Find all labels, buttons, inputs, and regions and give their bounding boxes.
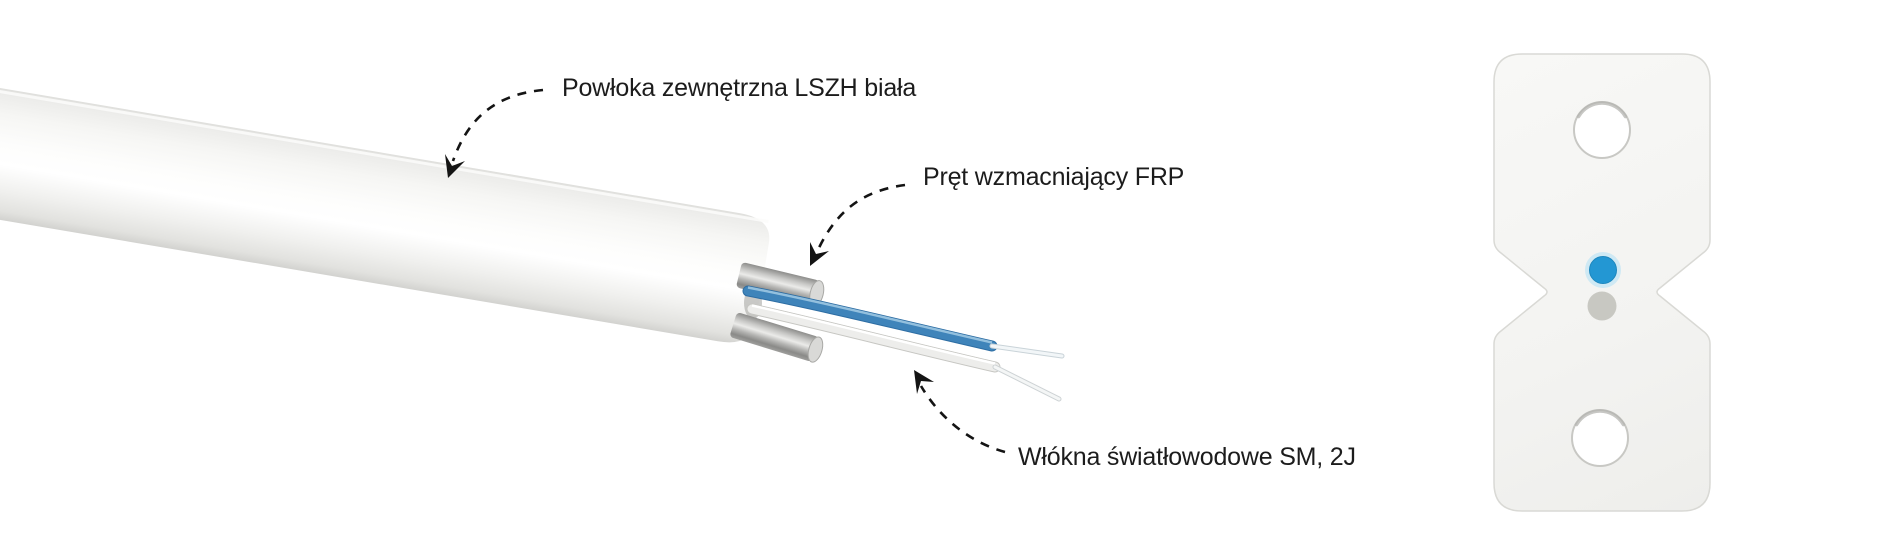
leader-line-frp-rod (815, 183, 906, 253)
leader-line-fibers (919, 385, 1006, 454)
annotation-fibers-label: Włókna światłowodowe SM, 2J (1018, 443, 1356, 471)
fiber-blue (742, 285, 998, 352)
fiber-white (746, 303, 1001, 373)
arrowhead-frp-rod-icon (810, 242, 829, 266)
jacket-top-highlight (0, 89, 769, 224)
cross-section-fiber-gray-dot (1587, 291, 1617, 321)
arrowhead-jacket-icon (445, 154, 465, 178)
annotation-jacket-label: Powłoka zewnętrzna LSZH biała (562, 74, 917, 102)
leader-arrows (451, 88, 1006, 454)
bare-fiber-tip-lower (992, 364, 1062, 402)
arrowhead-fibers-icon (914, 370, 934, 394)
cable-3d-view (0, 88, 1065, 402)
leader-line-jacket (451, 88, 544, 162)
frp-rod-lower (730, 312, 824, 363)
frp-hole-top (1573, 101, 1631, 159)
leader-arrowheads (445, 154, 934, 394)
cross-section-fiber-blue-dot (1585, 252, 1621, 288)
cable-outer-jacket (0, 88, 770, 343)
annotation-frp-rod-label: Pręt wzmacniający FRP (923, 163, 1185, 191)
frp-hole-bottom (1571, 409, 1629, 467)
cable-cross-section (1493, 53, 1711, 512)
bare-fiber-tip-upper (989, 343, 1065, 359)
